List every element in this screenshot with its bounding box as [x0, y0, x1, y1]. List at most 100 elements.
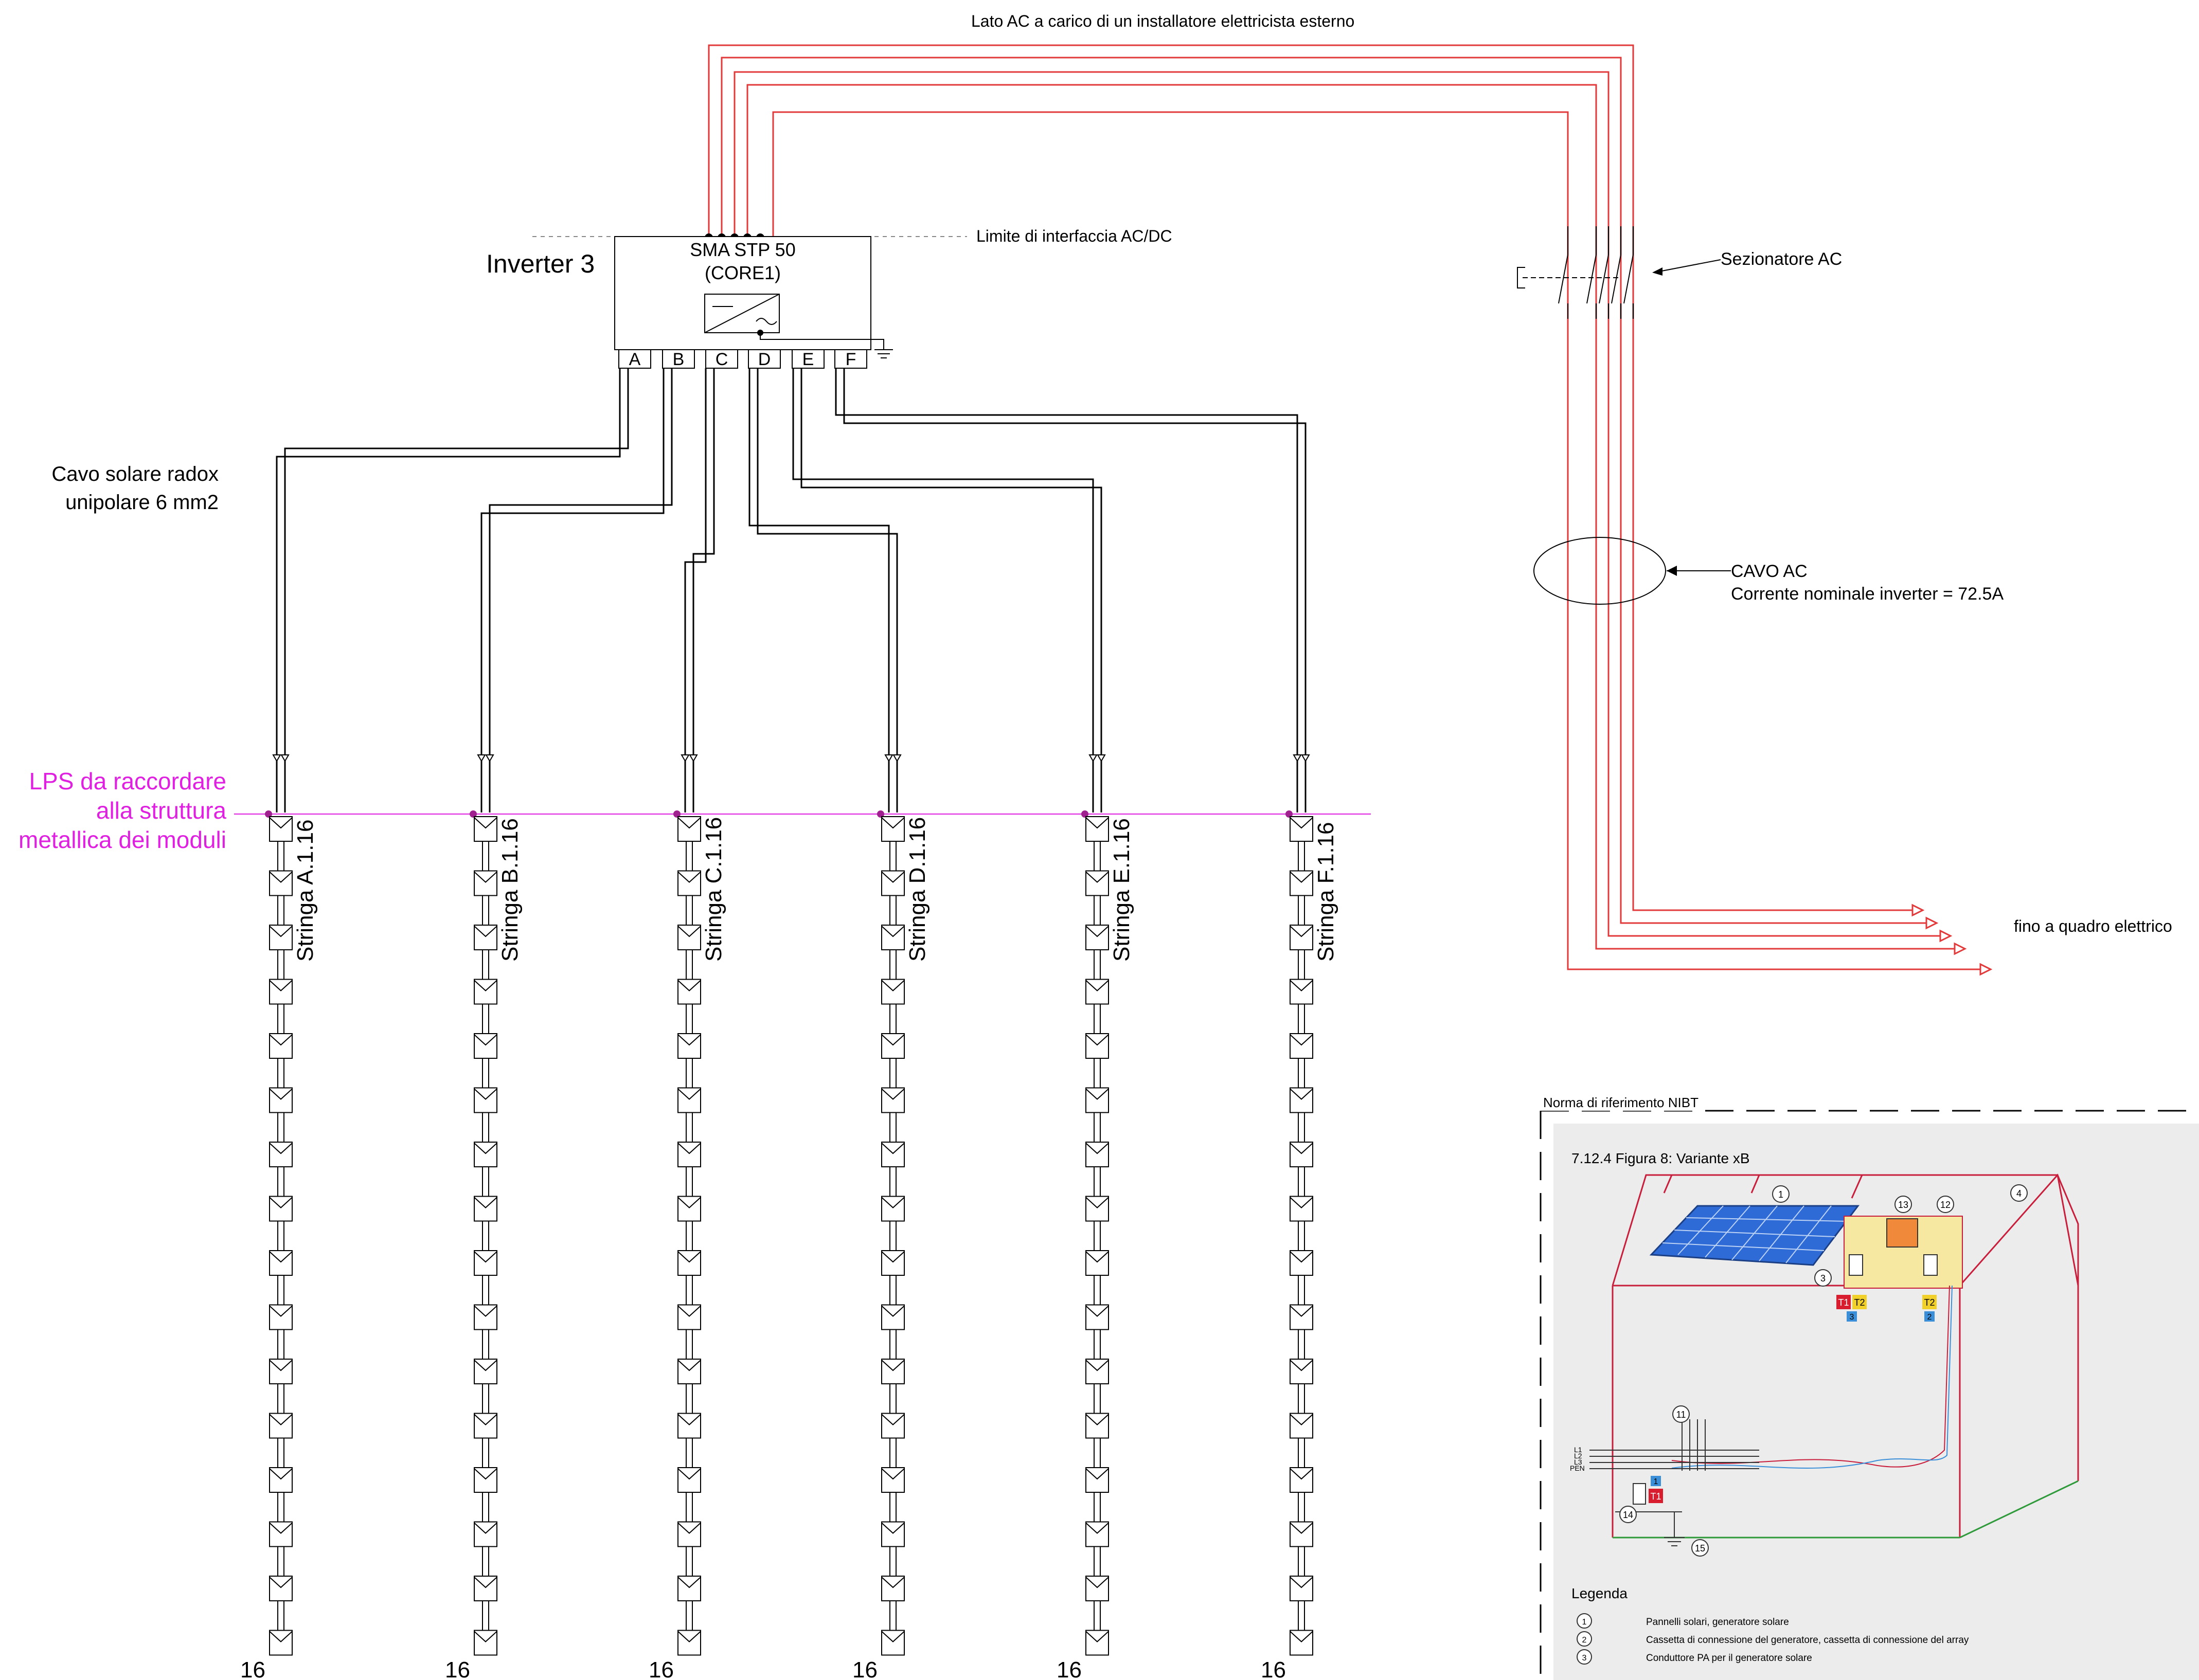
legend-num-circle	[1577, 1649, 1592, 1665]
main-spd-num-label: 1	[1654, 1477, 1658, 1486]
pv-module-symbol	[881, 871, 905, 883]
pv-module-symbol	[677, 1305, 701, 1317]
pv-module-symbol	[474, 1577, 497, 1588]
ac-cable-leader-arrow	[1667, 566, 1677, 576]
dc-wire	[692, 368, 715, 748]
pv-module-symbol	[1085, 1414, 1109, 1425]
inset-header: Norma di riferimento NIBT	[1543, 1095, 1699, 1110]
pv-module-symbol	[1085, 1034, 1109, 1046]
legend-text: Pannelli solari, generatore solare	[1646, 1617, 1789, 1628]
pv-module-symbol	[881, 980, 905, 991]
spd-tag-t1-label: T1	[1838, 1297, 1849, 1308]
pv-module-symbol	[269, 1034, 293, 1046]
inverter-input-label: A	[629, 350, 641, 369]
inverter-label: Inverter 3	[486, 249, 595, 278]
inverter-input-box	[792, 349, 825, 369]
pv-module-symbol	[1290, 1414, 1313, 1425]
pv-module-symbol	[269, 871, 293, 883]
string-count: 16	[649, 1657, 674, 1680]
pv-module-symbol	[269, 1197, 293, 1208]
diode-icon	[280, 754, 290, 762]
pv-module-symbol	[269, 1360, 293, 1371]
pv-module-symbol	[474, 1088, 497, 1100]
callout-circle	[1772, 1185, 1790, 1203]
dc-cable-line1: Cavo solare radox	[51, 463, 219, 485]
pv-module-symbol	[474, 1522, 497, 1534]
pv-module-symbol	[1085, 1088, 1109, 1100]
string-count: 16	[1057, 1657, 1082, 1680]
diode-icon	[1097, 754, 1106, 762]
pv-module-symbol	[1290, 1197, 1313, 1208]
interface-limit-label: Limite di interfaccia AC/DC	[976, 227, 1172, 245]
pv-module-symbol	[677, 1577, 701, 1588]
pv-module-symbol	[677, 1468, 701, 1480]
pv-module-symbol	[1085, 817, 1109, 829]
pv-module-symbol	[1085, 1360, 1109, 1371]
pv-module-symbol	[881, 1143, 905, 1154]
inset-header-bg	[1541, 1094, 1700, 1111]
pv-module-symbol	[881, 1522, 905, 1534]
pv-module-symbol	[1085, 1197, 1109, 1208]
callout-label: 12	[1940, 1200, 1951, 1210]
phase-l3: L3	[1574, 1458, 1582, 1466]
roof-solar-panel	[1649, 1205, 1860, 1266]
pv-module-symbol	[1085, 1251, 1109, 1263]
main-spd-t1-label: T1	[1650, 1491, 1661, 1502]
spd-tag-t2-label: T2	[1854, 1297, 1865, 1308]
diode-icon	[1293, 754, 1302, 762]
legend-num: 3	[1582, 1654, 1587, 1663]
pv-module-symbol	[474, 817, 497, 829]
pv-module-symbol	[474, 1034, 497, 1046]
pv-module-symbol	[677, 1197, 701, 1208]
pv-module-symbol	[677, 980, 701, 991]
callout-label: 13	[1898, 1200, 1908, 1210]
pv-module-symbol	[474, 1305, 497, 1317]
ac-cable-current: Corrente nominale inverter = 72.5A	[1731, 584, 2004, 604]
legend-num: 1	[1582, 1618, 1587, 1627]
callout-circle	[1672, 1405, 1690, 1423]
pv-module-symbol	[677, 871, 701, 883]
diode-icon	[1301, 754, 1310, 762]
destination-label: fino a quadro elettrico	[2014, 917, 2172, 935]
callout-label: 14	[1623, 1510, 1633, 1520]
pv-module-symbol	[1290, 817, 1313, 829]
pv-module-symbol	[474, 1251, 497, 1263]
dc-wire	[757, 368, 898, 748]
pv-module-symbol	[474, 1143, 497, 1154]
string-name: Stringa B.1.16	[497, 818, 523, 962]
callout-label: 1	[1778, 1189, 1783, 1200]
diode-icon	[272, 754, 281, 762]
inset-figure-bg	[1553, 1124, 2199, 1680]
pv-module-symbol	[474, 926, 497, 937]
figure-title: 7.12.4 Figura 8: Variante xB	[1571, 1150, 1750, 1166]
lps-line1: LPS da raccordare	[29, 768, 226, 794]
spd-tag-t2b-label: T2	[1924, 1297, 1935, 1308]
pv-module-symbol	[1290, 980, 1313, 991]
pv-module-symbol	[269, 1522, 293, 1534]
dc-wire	[284, 368, 629, 748]
dc-wire	[748, 368, 890, 748]
spd-num-3	[1847, 1311, 1857, 1322]
pv-module-symbol	[1085, 1522, 1109, 1534]
ac-disconnector	[1517, 226, 1634, 319]
pv-module-symbol	[269, 1577, 293, 1588]
string-count: 16	[1261, 1657, 1286, 1680]
diode-icon	[1088, 754, 1098, 762]
pv-module-symbol	[677, 1143, 701, 1154]
pv-module-symbol	[881, 1577, 905, 1588]
diode-icon	[485, 754, 494, 762]
pv-module-symbol	[1290, 871, 1313, 883]
ac-cable-ellipse	[1533, 537, 1666, 605]
lps-node	[1081, 810, 1088, 818]
inverter-input-label: F	[846, 350, 856, 369]
pv-module-symbol	[474, 1631, 497, 1642]
inverter-input-label: D	[758, 350, 771, 369]
lps-node	[1285, 810, 1293, 818]
string-name: Stringa C.1.16	[701, 817, 726, 962]
lps-node	[470, 810, 477, 818]
